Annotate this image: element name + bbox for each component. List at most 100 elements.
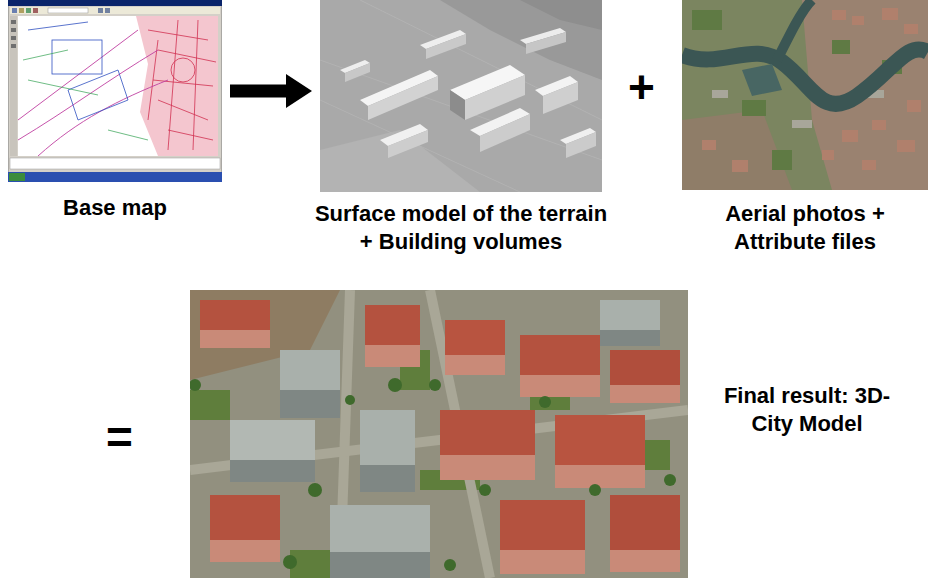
grey-buildings-part	[360, 410, 415, 465]
cad-screenshot-part	[18, 16, 218, 156]
cad-screenshot-part	[105, 8, 110, 13]
building-volumes-part	[480, 114, 530, 152]
cad-screenshot-part	[9, 173, 25, 181]
building-volumes-part	[426, 34, 466, 59]
red-buildings-part	[200, 330, 270, 348]
aerial-photo-part-part	[702, 140, 716, 150]
aerial-photo-part-part	[904, 24, 918, 34]
grey-buildings-part	[230, 460, 315, 482]
grey-buildings-part	[330, 552, 430, 578]
aerial-photo-part-part	[832, 40, 850, 54]
cad-screenshot-part	[136, 16, 218, 156]
cad-screenshot-part	[10, 7, 220, 14]
city-model-part-part	[283, 555, 297, 569]
picture-node: Surface model of the terrain + Building …	[320, 0, 602, 192]
red-buildings-part	[520, 375, 600, 397]
aerial-photo-part-part	[832, 10, 846, 20]
grey-buildings-part	[600, 330, 660, 346]
grey-buildings-part	[230, 420, 315, 460]
aerial-photo-part-part	[852, 16, 864, 25]
cad-screenshot-part-part	[52, 40, 102, 74]
aerial-photo-part	[682, 49, 928, 104]
building-volumes-part	[450, 90, 465, 120]
city-model-part-part	[664, 474, 676, 486]
aerial-photo-part-part	[692, 10, 722, 30]
city-model-part-part	[539, 396, 551, 408]
picture-caption: Final result: 3D-City Model	[712, 382, 902, 438]
picture-node: Base map	[8, 0, 222, 182]
cad-screenshot-part	[28, 22, 128, 120]
aerial-photo-part-part	[712, 90, 728, 98]
aerial-photo-part-part	[732, 160, 748, 172]
city-model	[190, 290, 688, 578]
operator-symbol: =	[106, 412, 133, 462]
cad-screenshot-part	[11, 20, 16, 24]
red-buildings-part	[610, 495, 680, 550]
cad-screenshot-part	[8, 0, 222, 182]
building-volumes-part	[526, 32, 566, 54]
city-model-part-part	[388, 378, 402, 392]
grey-buildings-part	[600, 300, 660, 330]
surface-model-part	[520, 0, 602, 30]
surface-model	[320, 0, 602, 192]
cad-screenshot-part	[18, 30, 168, 156]
red-buildings-part	[520, 335, 600, 375]
grey-buildings-part	[280, 350, 340, 390]
red-buildings-part	[445, 320, 505, 355]
aerial-photo-part	[742, 64, 782, 96]
city-model-part	[190, 350, 670, 578]
cad-screenshot-part-part	[38, 80, 168, 156]
city-model-part-part	[190, 379, 201, 391]
aerial-photo-part-part	[842, 130, 858, 142]
aerial-photo-part-part	[882, 8, 898, 20]
red-buildings-part	[365, 305, 420, 345]
building-volumes-part	[345, 63, 370, 82]
cad-screenshot-part	[10, 158, 220, 169]
cad-screenshot-part	[26, 8, 31, 13]
city-model-part-part	[345, 395, 355, 405]
red-buildings-part	[440, 455, 535, 480]
red-buildings-part	[445, 355, 505, 375]
city-model-part	[190, 378, 676, 571]
cad-screenshot-part	[98, 8, 103, 13]
cad-screenshot-part-part	[171, 58, 195, 82]
picture-caption: Aerial photos + Attribute files	[682, 200, 928, 256]
surface-model-part	[320, 0, 602, 192]
cad-screenshot-part	[12, 8, 17, 13]
cad-screenshot-part	[33, 8, 38, 13]
aerial-photo-part-part	[772, 150, 792, 170]
aerial-photo-part-part	[742, 100, 766, 116]
cad-screenshot-part	[8, 0, 222, 6]
red-buildings-part	[610, 385, 680, 403]
cad-screenshot-part-part	[18, 50, 158, 140]
building-volumes-part	[368, 76, 438, 120]
city-model-part	[190, 290, 688, 578]
picture-caption: Surface model of the terrain + Building …	[311, 200, 611, 256]
block-arrow	[230, 74, 312, 108]
city-model-part-part	[589, 484, 601, 496]
cad-screenshot-part-part	[18, 30, 138, 120]
arrow-head	[286, 74, 312, 108]
red-buildings-part	[440, 410, 535, 455]
cad-screenshot-part	[8, 172, 222, 182]
city-model-part	[190, 290, 688, 578]
aerial-photo-part-part	[872, 120, 886, 130]
red-buildings-part	[200, 300, 270, 330]
aerial-photo-part-part	[792, 120, 812, 128]
cad-screenshot-part	[19, 8, 24, 13]
red-buildings-part	[500, 550, 585, 574]
aerial-photo-part	[682, 0, 928, 190]
cad-screenshot-part	[23, 50, 148, 140]
red-buildings-part	[210, 540, 280, 562]
surface-model-part-part	[320, 0, 602, 192]
red-buildings-part	[500, 500, 585, 550]
operator-symbol: +	[628, 62, 655, 112]
cad-screenshot-part-part	[28, 22, 88, 30]
picture-node: Aerial photos + Attribute files	[682, 0, 928, 190]
red-buildings-part	[555, 465, 645, 488]
cad-screenshot-part-part	[23, 50, 148, 140]
red-buildings	[200, 300, 680, 574]
red-buildings-part	[210, 495, 280, 540]
